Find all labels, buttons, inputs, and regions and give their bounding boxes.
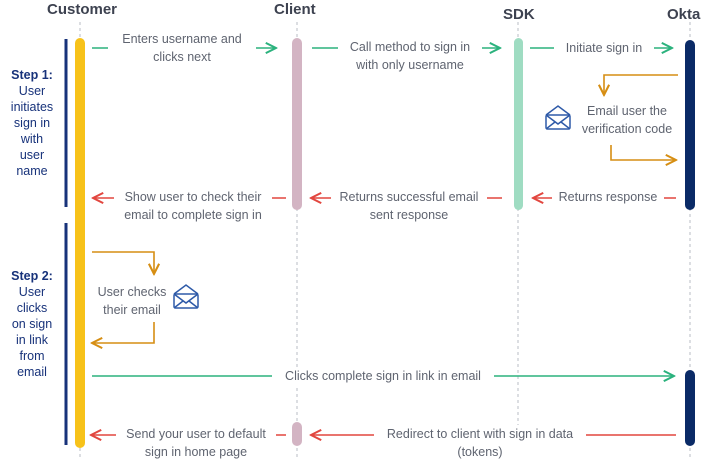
msg-line: Returns successful email (339, 190, 479, 204)
msg-returns-success: Returns successful email sent response (331, 188, 487, 224)
step-1-line: user (19, 148, 45, 162)
msg-line: verification code (581, 122, 673, 136)
arrow-okta-internal-out (604, 74, 678, 95)
msg-line: (tokens) (457, 445, 503, 459)
client-activation-bar-2 (292, 422, 302, 446)
msg-call-method: Call method to sign in with only usernam… (338, 38, 482, 74)
step-2-line: in link (16, 333, 48, 347)
msg-line: Call method to sign in (349, 40, 471, 54)
msg-line: sent response (369, 208, 449, 222)
msg-line: Show user to check their (124, 190, 262, 204)
sdk-activation-bar (514, 38, 523, 210)
actor-sdk: SDK (503, 6, 535, 23)
step-2-line: on sign (11, 317, 53, 331)
step-2-line: from (19, 349, 45, 363)
actor-okta: Okta (667, 6, 701, 23)
lifelines (79, 22, 691, 460)
arrow-okta-internal-in (610, 145, 676, 160)
step-1-line: initiates (10, 100, 54, 114)
envelope-icon (545, 105, 571, 130)
okta-activation-bar-1 (685, 40, 695, 210)
step-1-line: with (20, 132, 44, 146)
okta-activation-bar-2 (685, 370, 695, 446)
customer-activation-bar (75, 38, 85, 448)
msg-line: with only username (356, 58, 464, 72)
msg-initiate-signin: Initiate sign in (554, 39, 654, 57)
msg-redirect-client: Redirect to client with sign in data (to… (374, 425, 586, 461)
msg-line: Email user the (587, 104, 667, 118)
msg-send-home: Send your user to default sign in home p… (116, 425, 276, 461)
actor-client: Client (274, 1, 316, 18)
envelope-icon (173, 284, 199, 309)
step-2-label: Step 2: User clicks on sign in link from… (4, 268, 60, 380)
msg-line: email to complete sign in (124, 208, 262, 222)
msg-returns-response: Returns response (552, 188, 664, 206)
msg-show-check-email: Show user to check their email to comple… (114, 188, 272, 224)
msg-line: Send your user to default (126, 427, 266, 441)
arrow-customer-internal-in (92, 322, 155, 343)
msg-line: Enters username and (122, 32, 242, 46)
msg-line: their email (103, 303, 161, 317)
client-activation-bar-1 (292, 38, 302, 210)
msg-email-code: Email user the verification code (574, 102, 680, 138)
msg-line: Clicks complete sign in link in email (285, 369, 481, 383)
step-1-line: name (16, 164, 48, 178)
step-2-line: email (17, 365, 47, 379)
msg-line: Returns response (558, 190, 658, 204)
step-1-line: sign in (13, 116, 51, 130)
step-1-title: Step 1: (11, 68, 53, 82)
step-2-line: clicks (16, 301, 48, 315)
step-1-label: Step 1: User initiates sign in with user… (4, 67, 60, 179)
msg-line: Redirect to client with sign in data (386, 427, 574, 441)
step-2-line: User (18, 285, 46, 299)
actor-customer: Customer (47, 1, 118, 18)
arrow-customer-internal-out (92, 251, 154, 274)
msg-user-checks: User checks their email (92, 283, 172, 319)
msg-enter-username: Enters username and clicks next (108, 30, 256, 66)
msg-line: clicks next (153, 50, 211, 64)
msg-line: User checks (97, 285, 167, 299)
step-1-line: User (18, 84, 46, 98)
msg-clicks-link: Clicks complete sign in link in email (272, 367, 494, 385)
msg-line: Initiate sign in (565, 41, 643, 55)
step-2-title: Step 2: (11, 269, 53, 283)
msg-line: sign in home page (144, 445, 248, 459)
